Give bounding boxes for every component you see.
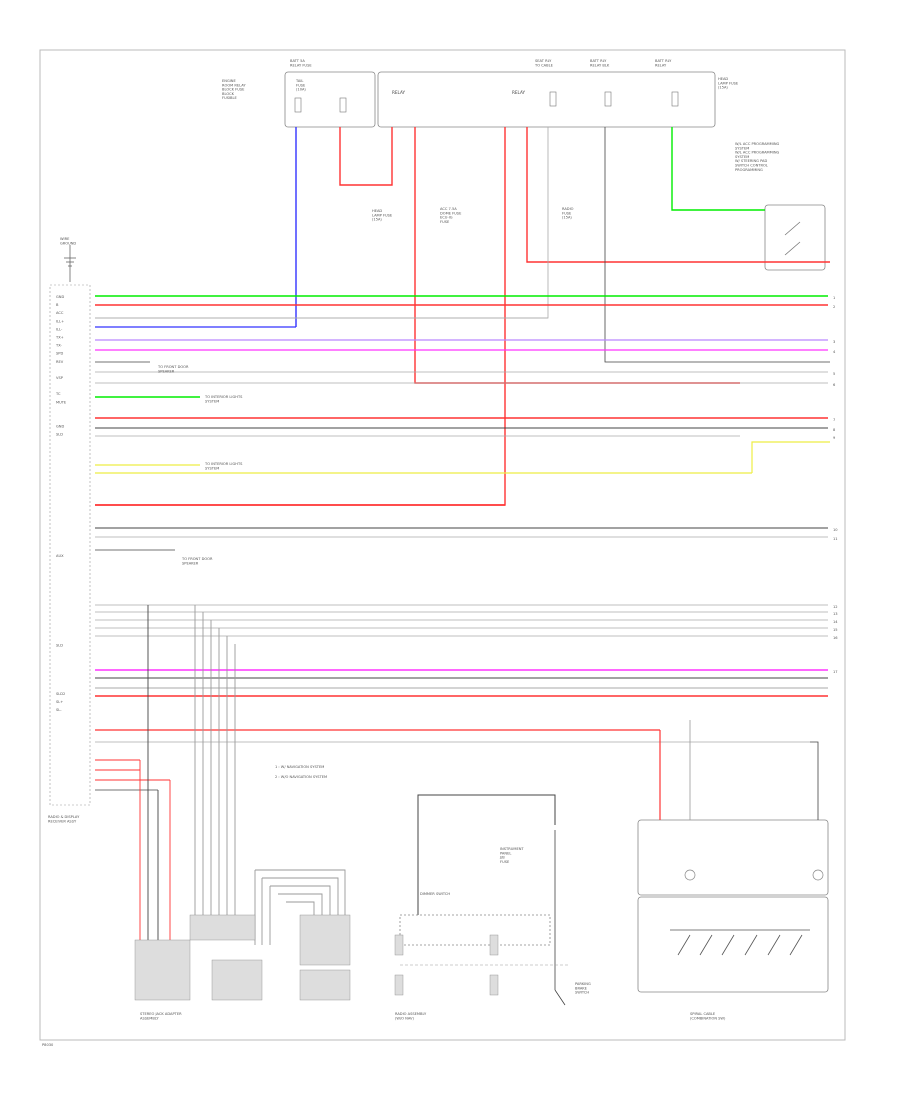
left-pin-label: SPD — [56, 352, 63, 356]
left-pin-label: SLD — [56, 433, 63, 437]
spiral-cable-module: SPIRAL CABLE(COMBINATION SW) — [637, 720, 829, 1020]
vertical-wires — [95, 127, 830, 506]
relay-block-title: RELAY — [392, 90, 406, 95]
left-pin-label: SL- — [56, 708, 62, 712]
left-pin-labels: GND B ACC ILL+ ILL- TX+ TX- SPD REV VSP TC MUTE GND S… — [55, 295, 67, 712]
right-pin-number: 17 — [833, 670, 838, 674]
diagram-frame — [39, 49, 846, 1041]
right-pin-number: 11 — [833, 537, 838, 541]
left-pin-label: GND — [56, 425, 64, 429]
spiral-cable-label: SPIRAL CABLE(COMBINATION SW) — [690, 1012, 726, 1020]
left-pin-label: AUX — [56, 554, 64, 558]
left-pin-label: ILL- — [56, 327, 63, 331]
right-pin-number: 15 — [833, 628, 838, 632]
left-pin-label: TX+ — [55, 336, 64, 340]
right-pin-number: 12 — [833, 605, 838, 609]
footer-code: P8030 — [42, 1043, 54, 1047]
left-pin-label: ILL+ — [56, 319, 64, 323]
left-pin-label: B — [56, 303, 59, 307]
right-pin-number: 16 — [833, 636, 838, 640]
horizontal-wires — [95, 295, 830, 791]
right-pin-number: 1 — [833, 296, 835, 300]
legend-1: 1 : W/ NAVIGATION SYSTEM — [275, 765, 324, 769]
right-pin-number: 3 — [833, 340, 835, 344]
dimmer-label: DIMMER SWITCH — [420, 892, 450, 896]
right-pin-number: 2 — [833, 305, 835, 309]
right-pin-number: 10 — [833, 528, 838, 532]
right-pin-number: 7 — [833, 418, 835, 422]
right-pin-number: 13 — [833, 612, 838, 616]
right-pin-number: 6 — [833, 383, 836, 387]
relay-block-title-2: RELAY — [512, 90, 526, 95]
lower-connectors — [134, 914, 351, 1001]
radio-assy-label: RADIO ASSEMBLY(W/O NAV) — [395, 1012, 427, 1020]
right-pin-number: 9 — [833, 436, 836, 440]
left-pin-label: TX- — [55, 344, 62, 348]
left-pin-label: SLD2 — [56, 692, 65, 696]
left-pin-label: MUTE — [56, 400, 67, 404]
legend-2: 2 : W/O NAVIGATION SYSTEM — [275, 775, 327, 779]
right-switch-box — [764, 204, 826, 271]
right-pin-number: 8 — [833, 428, 836, 432]
right-pin-number: 5 — [833, 372, 835, 376]
left-pin-label: VSP — [56, 376, 64, 380]
left-pin-label: GND — [56, 295, 64, 299]
left-pin-label: SLD — [56, 643, 63, 647]
left-pin-label: ACC — [56, 311, 64, 315]
left-pin-label: TC — [55, 392, 61, 396]
right-pin-number: 14 — [833, 620, 838, 624]
left-pin-label: SL+ — [56, 700, 63, 704]
right-pin-number: 4 — [833, 350, 836, 354]
yellow-joiner-wire — [751, 441, 830, 473]
lower-bundle — [139, 605, 346, 985]
left-pin-label: REV — [56, 360, 64, 364]
